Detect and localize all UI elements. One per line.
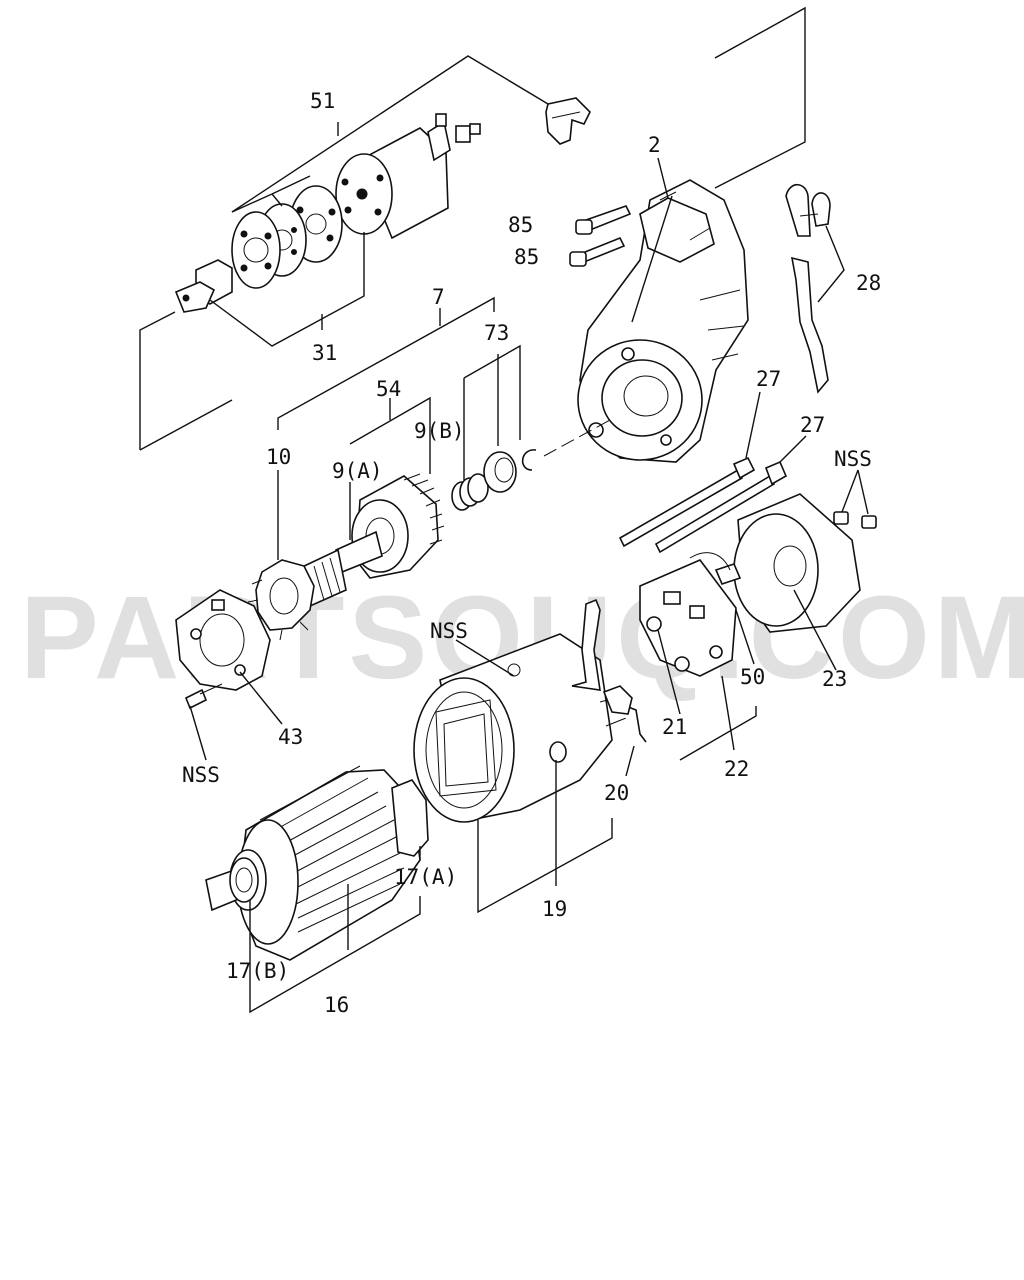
leader-51 — [231, 55, 549, 213]
field-lead-wire-part — [571, 598, 647, 743]
label-17b: 17(B) — [226, 959, 289, 983]
label-85-upper: 85 — [508, 213, 533, 237]
leader-43 — [239, 671, 283, 725]
screw-nss-left-part — [184, 683, 223, 710]
leader-nss-center — [455, 639, 515, 677]
label-21: 21 — [662, 715, 687, 739]
break-line-top-right — [714, 6, 806, 189]
label-17a: 17(A) — [394, 865, 457, 889]
bearing-17b-part — [229, 857, 259, 903]
label-85-lower: 85 — [514, 245, 539, 269]
leader-2 — [631, 157, 673, 323]
drive-housing-part — [577, 179, 749, 463]
label-10: 10 — [266, 445, 291, 469]
spring-part — [451, 473, 489, 511]
leader-23 — [793, 589, 837, 671]
label-27-lower: 27 — [800, 413, 825, 437]
armature-part — [205, 765, 429, 961]
label-23: 23 — [822, 667, 847, 691]
shift-lever-part — [785, 183, 831, 394]
label-31: 31 — [312, 341, 337, 365]
pinion-gear-part — [247, 559, 315, 641]
through-bolt-upper-part — [618, 456, 756, 548]
label-28: 28 — [856, 271, 881, 295]
label-nss-left: NSS — [182, 763, 220, 787]
through-bolt-lower-part — [654, 460, 788, 554]
label-20: 20 — [604, 781, 629, 805]
leader-27-lower — [779, 435, 807, 463]
label-2: 2 — [648, 133, 661, 157]
leader-nss-left — [189, 705, 207, 761]
leader-50 — [735, 609, 755, 665]
label-nss-right: NSS — [834, 447, 872, 471]
label-9b: 9(B) — [414, 419, 465, 443]
bolt-85-lower-part — [569, 236, 626, 267]
leader-73 — [463, 344, 521, 482]
label-nss-center: NSS — [430, 619, 468, 643]
leader-28 — [817, 225, 845, 303]
leader-7 — [277, 296, 495, 430]
label-9a: 9(A) — [332, 459, 383, 483]
label-50: 50 — [740, 665, 765, 689]
plunger-part — [174, 259, 233, 313]
solenoid-cover-part — [231, 211, 281, 289]
break-line-left — [139, 311, 233, 451]
label-27-upper: 27 — [756, 367, 781, 391]
label-51: 51 — [310, 89, 335, 113]
label-19: 19 — [542, 897, 567, 921]
solenoid-switch-part — [335, 113, 481, 240]
leader-19-20 — [477, 745, 635, 914]
label-73: 73 — [484, 321, 509, 345]
label-16: 16 — [324, 993, 349, 1017]
yoke-assembly-part — [413, 633, 627, 823]
label-43: 43 — [278, 725, 303, 749]
leader-nss-right — [841, 469, 869, 515]
leader-21 — [657, 629, 681, 715]
label-7: 7 — [432, 285, 445, 309]
label-22: 22 — [724, 757, 749, 781]
assembly-axis-line — [543, 419, 611, 457]
label-54: 54 — [376, 377, 401, 401]
leader-31 — [209, 232, 365, 347]
bolt-85-upper-part — [575, 205, 632, 235]
pinion-stop-collar-part — [483, 451, 517, 493]
leader-22 — [679, 675, 757, 761]
end-frame-part — [175, 589, 271, 691]
dust-boot-part — [545, 97, 591, 145]
rear-cover-part — [733, 493, 861, 633]
snap-ring-part — [521, 449, 537, 471]
leader-16-17 — [249, 846, 421, 1014]
leader-27-upper — [745, 391, 761, 459]
brush-holder-part — [639, 552, 742, 677]
leader-54 — [349, 396, 431, 474]
screw-nss-right-part — [833, 511, 877, 529]
